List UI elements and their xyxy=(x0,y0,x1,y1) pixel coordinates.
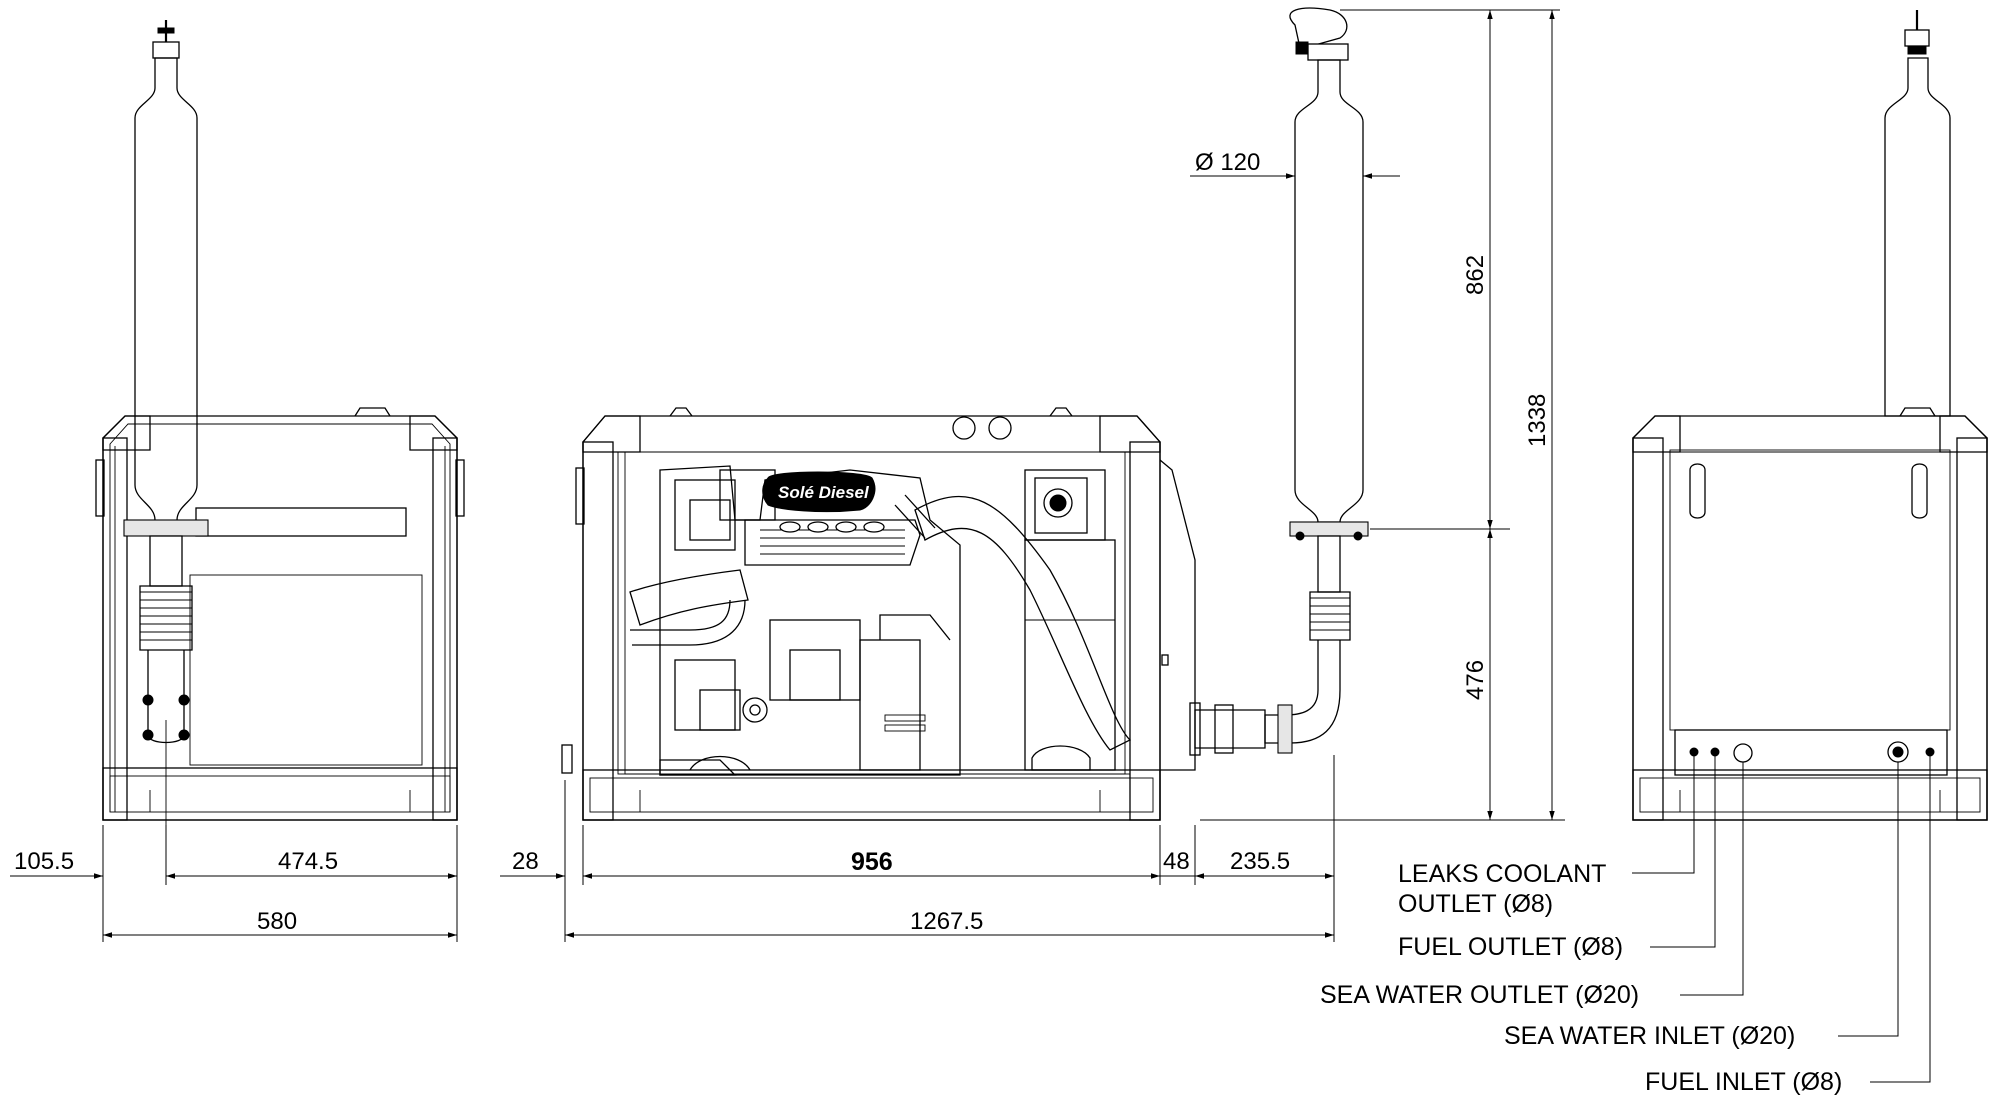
dim-exhaust-upper-height: 862 xyxy=(1462,255,1489,295)
callout-sea-water-inlet: SEA WATER INLET (Ø20) xyxy=(1504,1022,1795,1050)
right-side-view xyxy=(1632,10,1988,821)
callout-leaks-coolant-line2: OUTLET (Ø8) xyxy=(1398,890,1553,918)
connection-fittings xyxy=(1689,741,1935,763)
dim-muffler-diameter: Ø 120 xyxy=(1195,149,1260,176)
dim-front-total-width: 1267.5 xyxy=(910,908,983,935)
dim-exhaust-lower-height: 476 xyxy=(1462,660,1489,700)
exhaust-hose xyxy=(894,494,1132,751)
dimension-lines xyxy=(10,9,1565,942)
vent-slots xyxy=(195,507,407,537)
door-handles xyxy=(1689,463,1928,519)
left-side-view xyxy=(95,20,465,885)
control-box xyxy=(1024,469,1116,771)
dim-total-height: 1338 xyxy=(1524,394,1551,447)
callout-fuel-inlet: FUEL INLET (Ø8) xyxy=(1645,1068,1842,1096)
valve-cover-openings xyxy=(779,521,885,533)
dim-front-gap: 48 xyxy=(1163,848,1190,875)
dim-front-left-offset: 28 xyxy=(512,848,539,875)
callout-fuel-outlet: FUEL OUTLET (Ø8) xyxy=(1398,933,1623,961)
dim-front-exhaust-offset: 235.5 xyxy=(1230,848,1290,875)
dim-side-total-width: 580 xyxy=(257,908,297,935)
front-exhaust-muffler xyxy=(1189,7,1369,756)
connection-callouts xyxy=(1632,752,1931,1083)
front-view: Solé Diesel xyxy=(561,7,1369,821)
engine-assembly: Solé Diesel xyxy=(629,465,961,776)
right-exhaust-muffler xyxy=(1884,10,1951,417)
dim-side-exhaust-offset: 474.5 xyxy=(278,848,338,875)
solé-diesel-logo: Solé Diesel xyxy=(762,471,876,513)
callout-sea-water-outlet: SEA WATER OUTLET (Ø20) xyxy=(1320,981,1639,1009)
left-exhaust-muffler xyxy=(123,20,209,744)
dim-front-frame-width: 956 xyxy=(851,848,893,876)
callout-leaks-coolant-line1: LEAKS COOLANT xyxy=(1398,860,1606,888)
logo-text: Solé Diesel xyxy=(778,483,870,502)
dim-side-left-offset: 105.5 xyxy=(14,848,74,875)
